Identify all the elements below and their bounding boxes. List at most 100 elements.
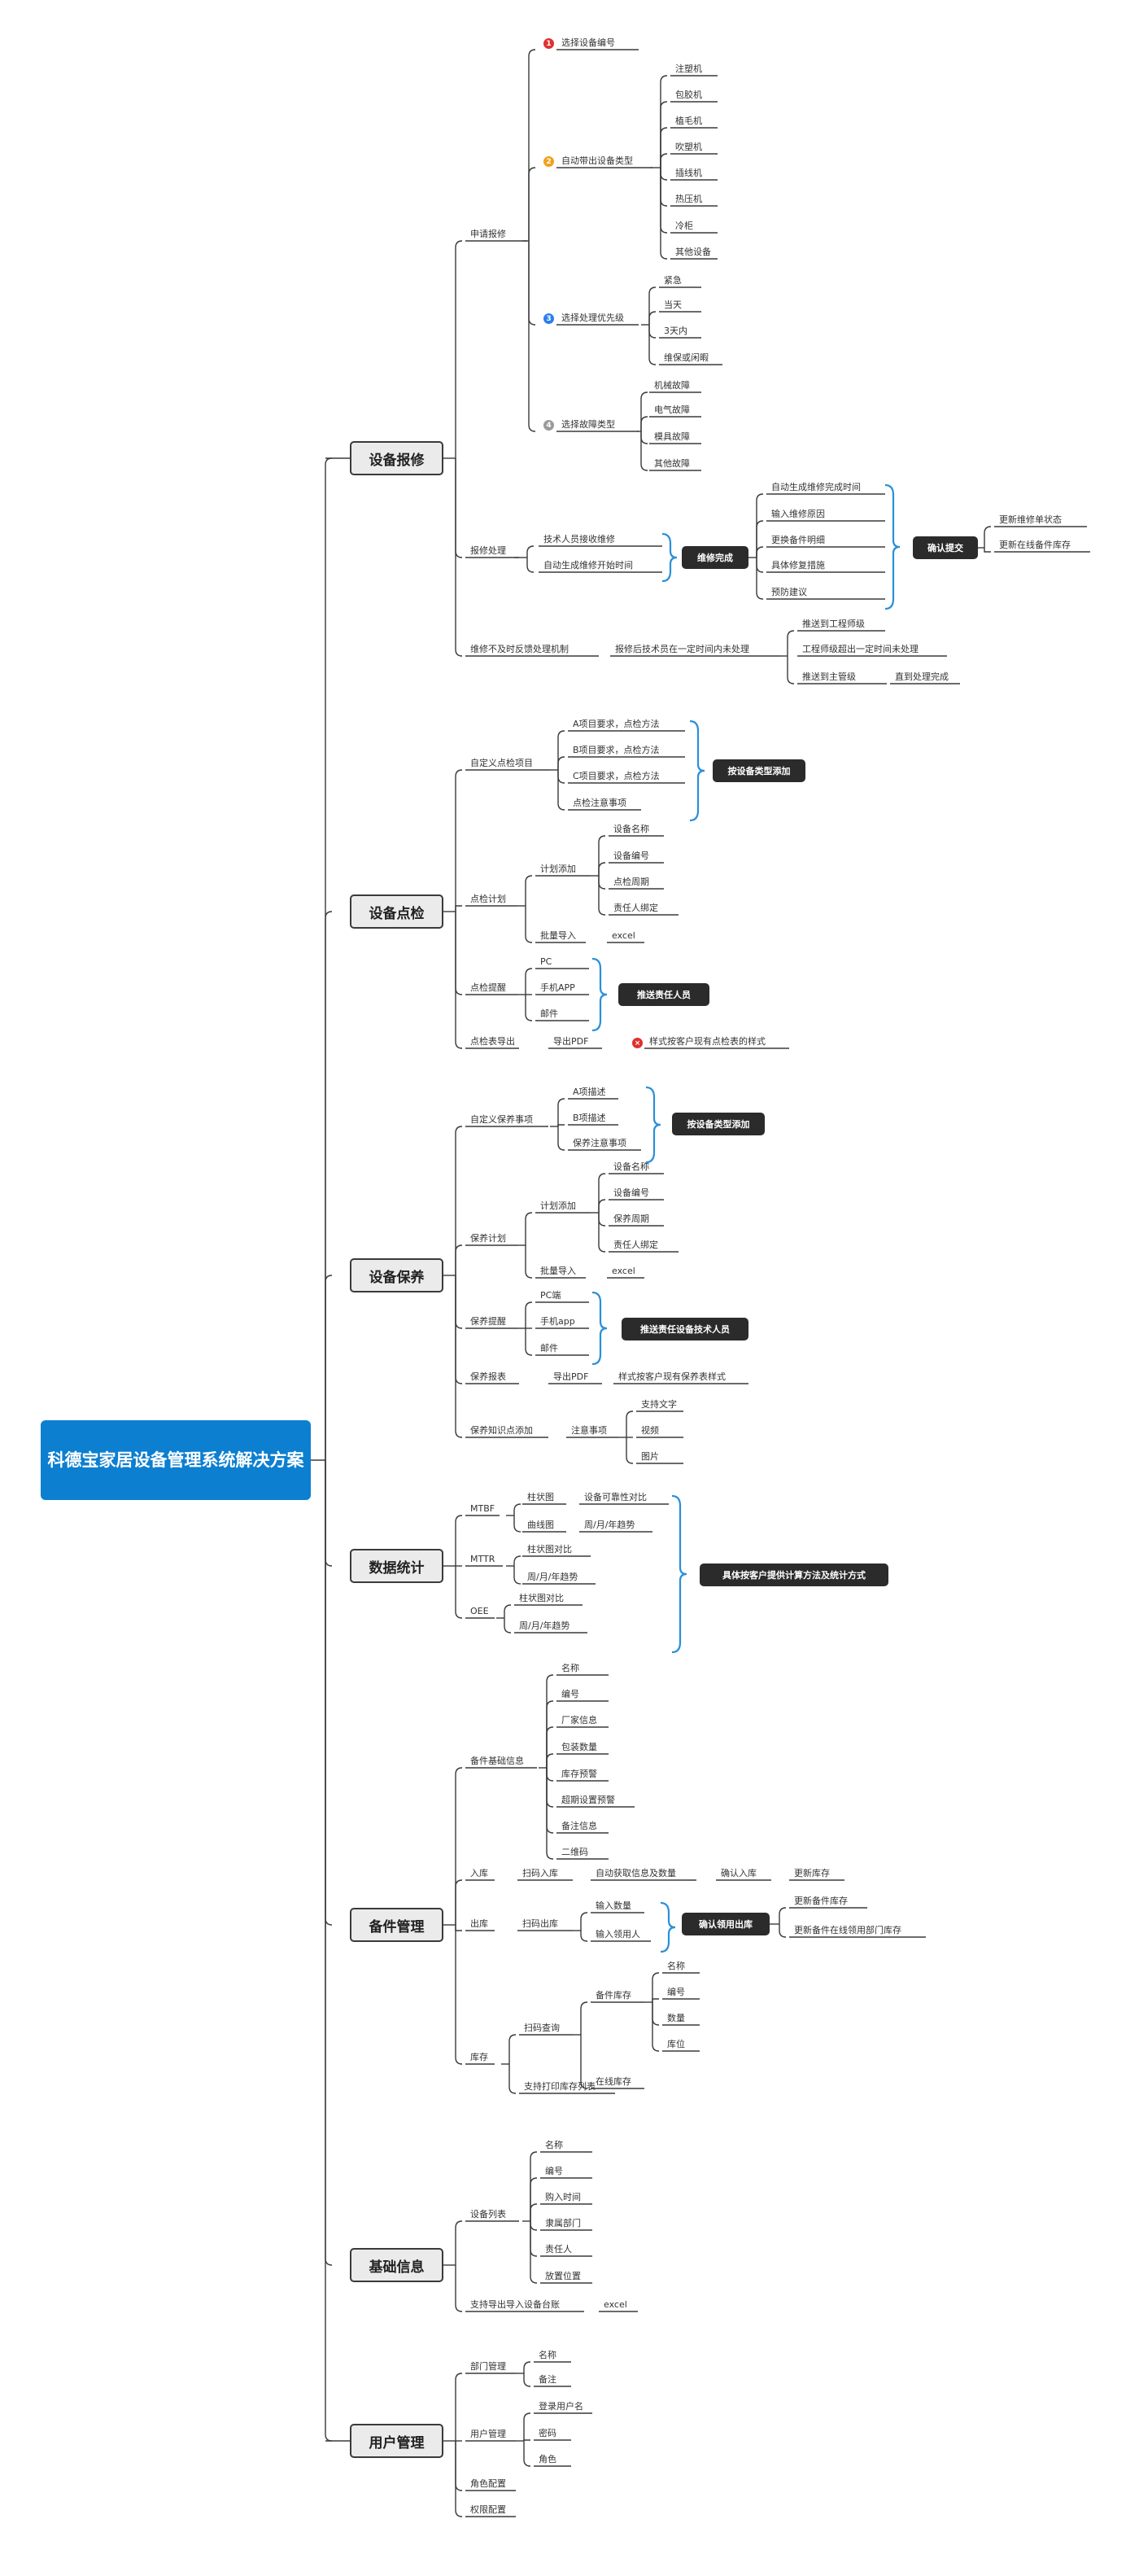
by-type-pill: 按设备类型添加 xyxy=(713,759,805,782)
push-item: 直到处理完成 xyxy=(895,671,949,682)
stats-detail: 设备可靠性对比 xyxy=(584,1492,647,1502)
branch-label: 自定义点检项目 xyxy=(470,758,533,768)
out-input: 输入领用人 xyxy=(596,1929,640,1940)
confirm-in: 确认入库 xyxy=(721,1868,757,1878)
branch-label: 维修不及时反馈处理机制 xyxy=(470,644,569,654)
stats-note-pill: 具体按客户提供计算方法及统计方式 xyxy=(700,1564,888,1586)
list-field: 名称 xyxy=(545,2140,563,2150)
branch-label: 备件基础信息 xyxy=(470,1756,524,1766)
user-field: 角色 xyxy=(539,2454,556,2464)
category-node[interactable]: 设备报修 xyxy=(350,441,443,475)
device-type: 其他设备 xyxy=(675,247,711,257)
push-item: 工程师级超出一定时间未处理 xyxy=(802,644,919,654)
confirm-item: 更新在线备件库存 xyxy=(999,540,1071,550)
push-person-pill: 推送责任设备技术人员 xyxy=(622,1318,748,1340)
plan-field: 设备编号 xyxy=(613,851,649,861)
excel-label: excel xyxy=(612,930,635,941)
branch-label: MTTR xyxy=(470,1554,495,1564)
maint-item: B项描述 xyxy=(573,1113,606,1123)
repair-done-pill: 维修完成 xyxy=(682,546,748,569)
stats-item: 周/月/年趋势 xyxy=(519,1620,570,1631)
fault-type: 模具故障 xyxy=(654,431,690,442)
batch-import: 批量导入 xyxy=(540,1266,576,1276)
device-type: 注塑机 xyxy=(675,63,702,74)
feedback-item: 报修后技术员在一定时间内未处理 xyxy=(615,644,749,654)
step-number-icon: 4 xyxy=(543,420,554,431)
branch-label: 支持导出导入设备台账 xyxy=(470,2299,560,2310)
priority-item: 紧急 xyxy=(664,275,682,286)
remind-channel: 手机app xyxy=(540,1316,575,1327)
fault-type: 电气故障 xyxy=(654,405,690,415)
category-node[interactable]: 设备保养 xyxy=(350,1258,443,1292)
remind-channel: 手机APP xyxy=(540,982,575,993)
category-node[interactable]: 用户管理 xyxy=(350,2424,443,2458)
fault-type: 其他故障 xyxy=(654,458,690,469)
batch-import: 批量导入 xyxy=(540,930,576,941)
dept-field: 备注 xyxy=(539,2374,556,2385)
online-stock: 在线库存 xyxy=(596,2076,631,2087)
stats-item: 周/月/年趋势 xyxy=(527,1572,578,1582)
push-item: 推送到主管级 xyxy=(802,671,856,682)
base-item: 库存预警 xyxy=(561,1769,597,1779)
branch-label: 角色配置 xyxy=(470,2478,506,2489)
base-item: 编号 xyxy=(561,1689,579,1699)
remind-channel: PC端 xyxy=(540,1290,561,1301)
report-note: 样式按客户现有保养表样式 xyxy=(618,1371,726,1382)
list-field: 购入时间 xyxy=(545,2192,581,2202)
branch-label: 设备列表 xyxy=(470,2209,506,2220)
user-field: 密码 xyxy=(539,2428,556,2438)
inspect-item: C项目要求，点检方法 xyxy=(573,771,660,781)
branch-label: 保养知识点添加 xyxy=(470,1425,533,1436)
confirm-out-pill: 确认领用出库 xyxy=(682,1913,770,1935)
stats-item: 曲线图 xyxy=(527,1520,554,1530)
step-number-icon: 1 xyxy=(543,38,554,49)
push-item: 推送到工程师级 xyxy=(802,619,865,629)
plan-field: 责任人绑定 xyxy=(613,903,658,913)
remind-channel: PC xyxy=(540,956,552,967)
device-type: 包胶机 xyxy=(675,90,702,100)
base-item: 厂家信息 xyxy=(561,1715,597,1725)
done-item: 自动生成维修完成时间 xyxy=(771,482,861,492)
branch-label: 权限配置 xyxy=(470,2504,506,2515)
step-number-icon: 2 xyxy=(543,156,554,167)
category-node[interactable]: 备件管理 xyxy=(350,1908,443,1942)
priority-item: 当天 xyxy=(664,300,682,310)
remind-channel: 邮件 xyxy=(540,1008,558,1019)
warning-icon: × xyxy=(632,1038,643,1048)
done-item: 更换备件明细 xyxy=(771,535,825,545)
out-update: 更新备件在线领用部门库存 xyxy=(794,1925,901,1935)
list-field: 责任人 xyxy=(545,2244,572,2255)
base-item: 名称 xyxy=(561,1663,579,1673)
excel-label: excel xyxy=(604,2299,627,2310)
inspect-item: B项目要求，点检方法 xyxy=(573,745,660,755)
category-node[interactable]: 基础信息 xyxy=(350,2248,443,2282)
export-note: 样式按客户现有点检表的样式 xyxy=(649,1036,766,1047)
branch-label: 保养计划 xyxy=(470,1233,506,1244)
step-label: 选择设备编号 xyxy=(561,37,615,48)
note-item: 视频 xyxy=(641,1425,659,1436)
list-field: 放置位置 xyxy=(545,2271,581,2281)
dept-field: 名称 xyxy=(539,2350,556,2360)
update-stock: 更新库存 xyxy=(794,1868,830,1878)
branch-label: 自定义保养事项 xyxy=(470,1114,533,1125)
scan-query: 扫码查询 xyxy=(524,2023,560,2033)
done-item: 输入维修原因 xyxy=(771,509,825,519)
by-type-pill: 按设备类型添加 xyxy=(672,1113,765,1135)
plan-add: 计划添加 xyxy=(540,1201,576,1211)
step-label: 选择故障类型 xyxy=(561,419,615,430)
scan-out: 扫码出库 xyxy=(522,1918,558,1929)
branch-label: 出库 xyxy=(470,1918,488,1929)
branch-label: 库存 xyxy=(470,2052,488,2062)
category-node[interactable]: 数据统计 xyxy=(350,1549,443,1583)
stock-field: 库位 xyxy=(667,2039,685,2049)
plan-field: 设备名称 xyxy=(613,1161,649,1172)
branch-label: 保养报表 xyxy=(470,1371,506,1382)
branch-label: 申请报修 xyxy=(470,229,506,239)
category-node[interactable]: 设备点检 xyxy=(350,894,443,929)
branch-label: OEE xyxy=(470,1606,489,1616)
export-pdf: 导出PDF xyxy=(553,1036,589,1047)
device-type: 插线机 xyxy=(675,168,702,178)
branch-label: 用户管理 xyxy=(470,2429,506,2439)
base-item: 包装数量 xyxy=(561,1742,597,1752)
